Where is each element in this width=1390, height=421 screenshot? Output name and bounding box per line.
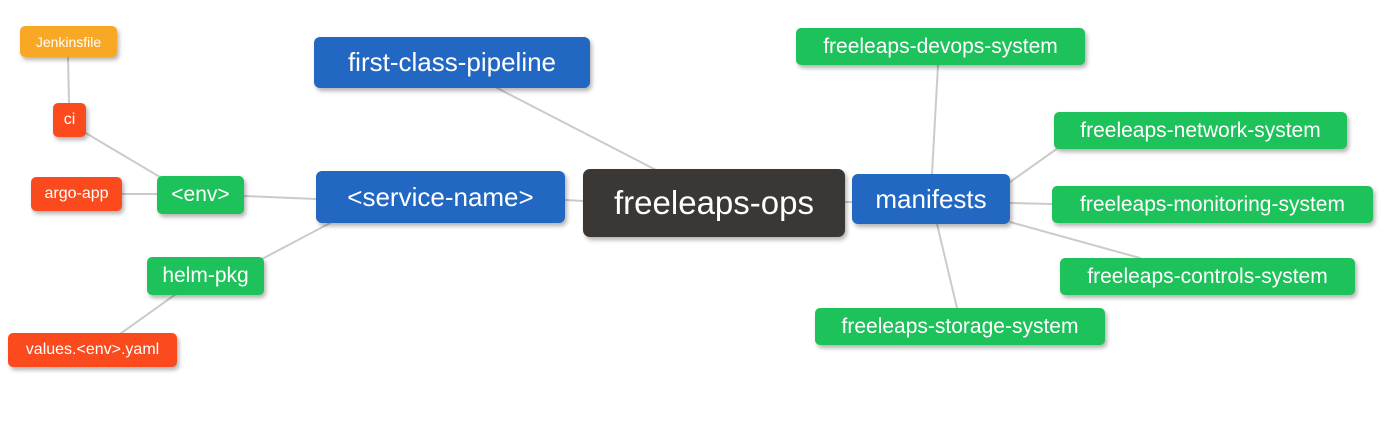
node-first-class-pipeline[interactable]: first-class-pipeline (314, 37, 590, 88)
node-freeleaps-network-system[interactable]: freeleaps-network-system (1054, 112, 1347, 149)
node-helm-pkg[interactable]: helm-pkg (147, 257, 264, 295)
edge-manifests-monitoring (1009, 202, 1053, 205)
node-freeleaps-devops-system[interactable]: freeleaps-devops-system (796, 28, 1085, 65)
edge-manifests-devops (931, 64, 939, 175)
edge-service-name-helm-pkg (261, 221, 333, 260)
edge-jenkinsfile-ci (67, 56, 70, 104)
node-freeleaps-controls-system[interactable]: freeleaps-controls-system (1060, 258, 1355, 295)
node-env[interactable]: <env> (157, 176, 244, 214)
edge-manifests-controls (1009, 221, 1141, 259)
node-jenkinsfile[interactable]: Jenkinsfile (20, 26, 117, 57)
node-manifests[interactable]: manifests (852, 174, 1010, 224)
edge-env-service-name (243, 195, 317, 200)
edge-manifests-storage (936, 223, 958, 309)
node-service-name[interactable]: <service-name> (316, 171, 565, 223)
node-ci[interactable]: ci (53, 103, 86, 137)
edge-service-name-root (564, 199, 584, 202)
node-freeleaps-monitoring-system[interactable]: freeleaps-monitoring-system (1052, 186, 1373, 223)
node-values-env-yaml[interactable]: values.<env>.yaml (8, 333, 177, 367)
edge-manifests-network (1009, 147, 1059, 183)
node-freeleaps-ops-root[interactable]: freeleaps-ops (583, 169, 845, 237)
edge-ci-env (83, 131, 166, 181)
node-freeleaps-storage-system[interactable]: freeleaps-storage-system (815, 308, 1105, 345)
node-argo-app[interactable]: argo-app (31, 177, 122, 211)
edge-helm-pkg-values (119, 293, 177, 335)
edge-pipeline-root (496, 87, 657, 171)
